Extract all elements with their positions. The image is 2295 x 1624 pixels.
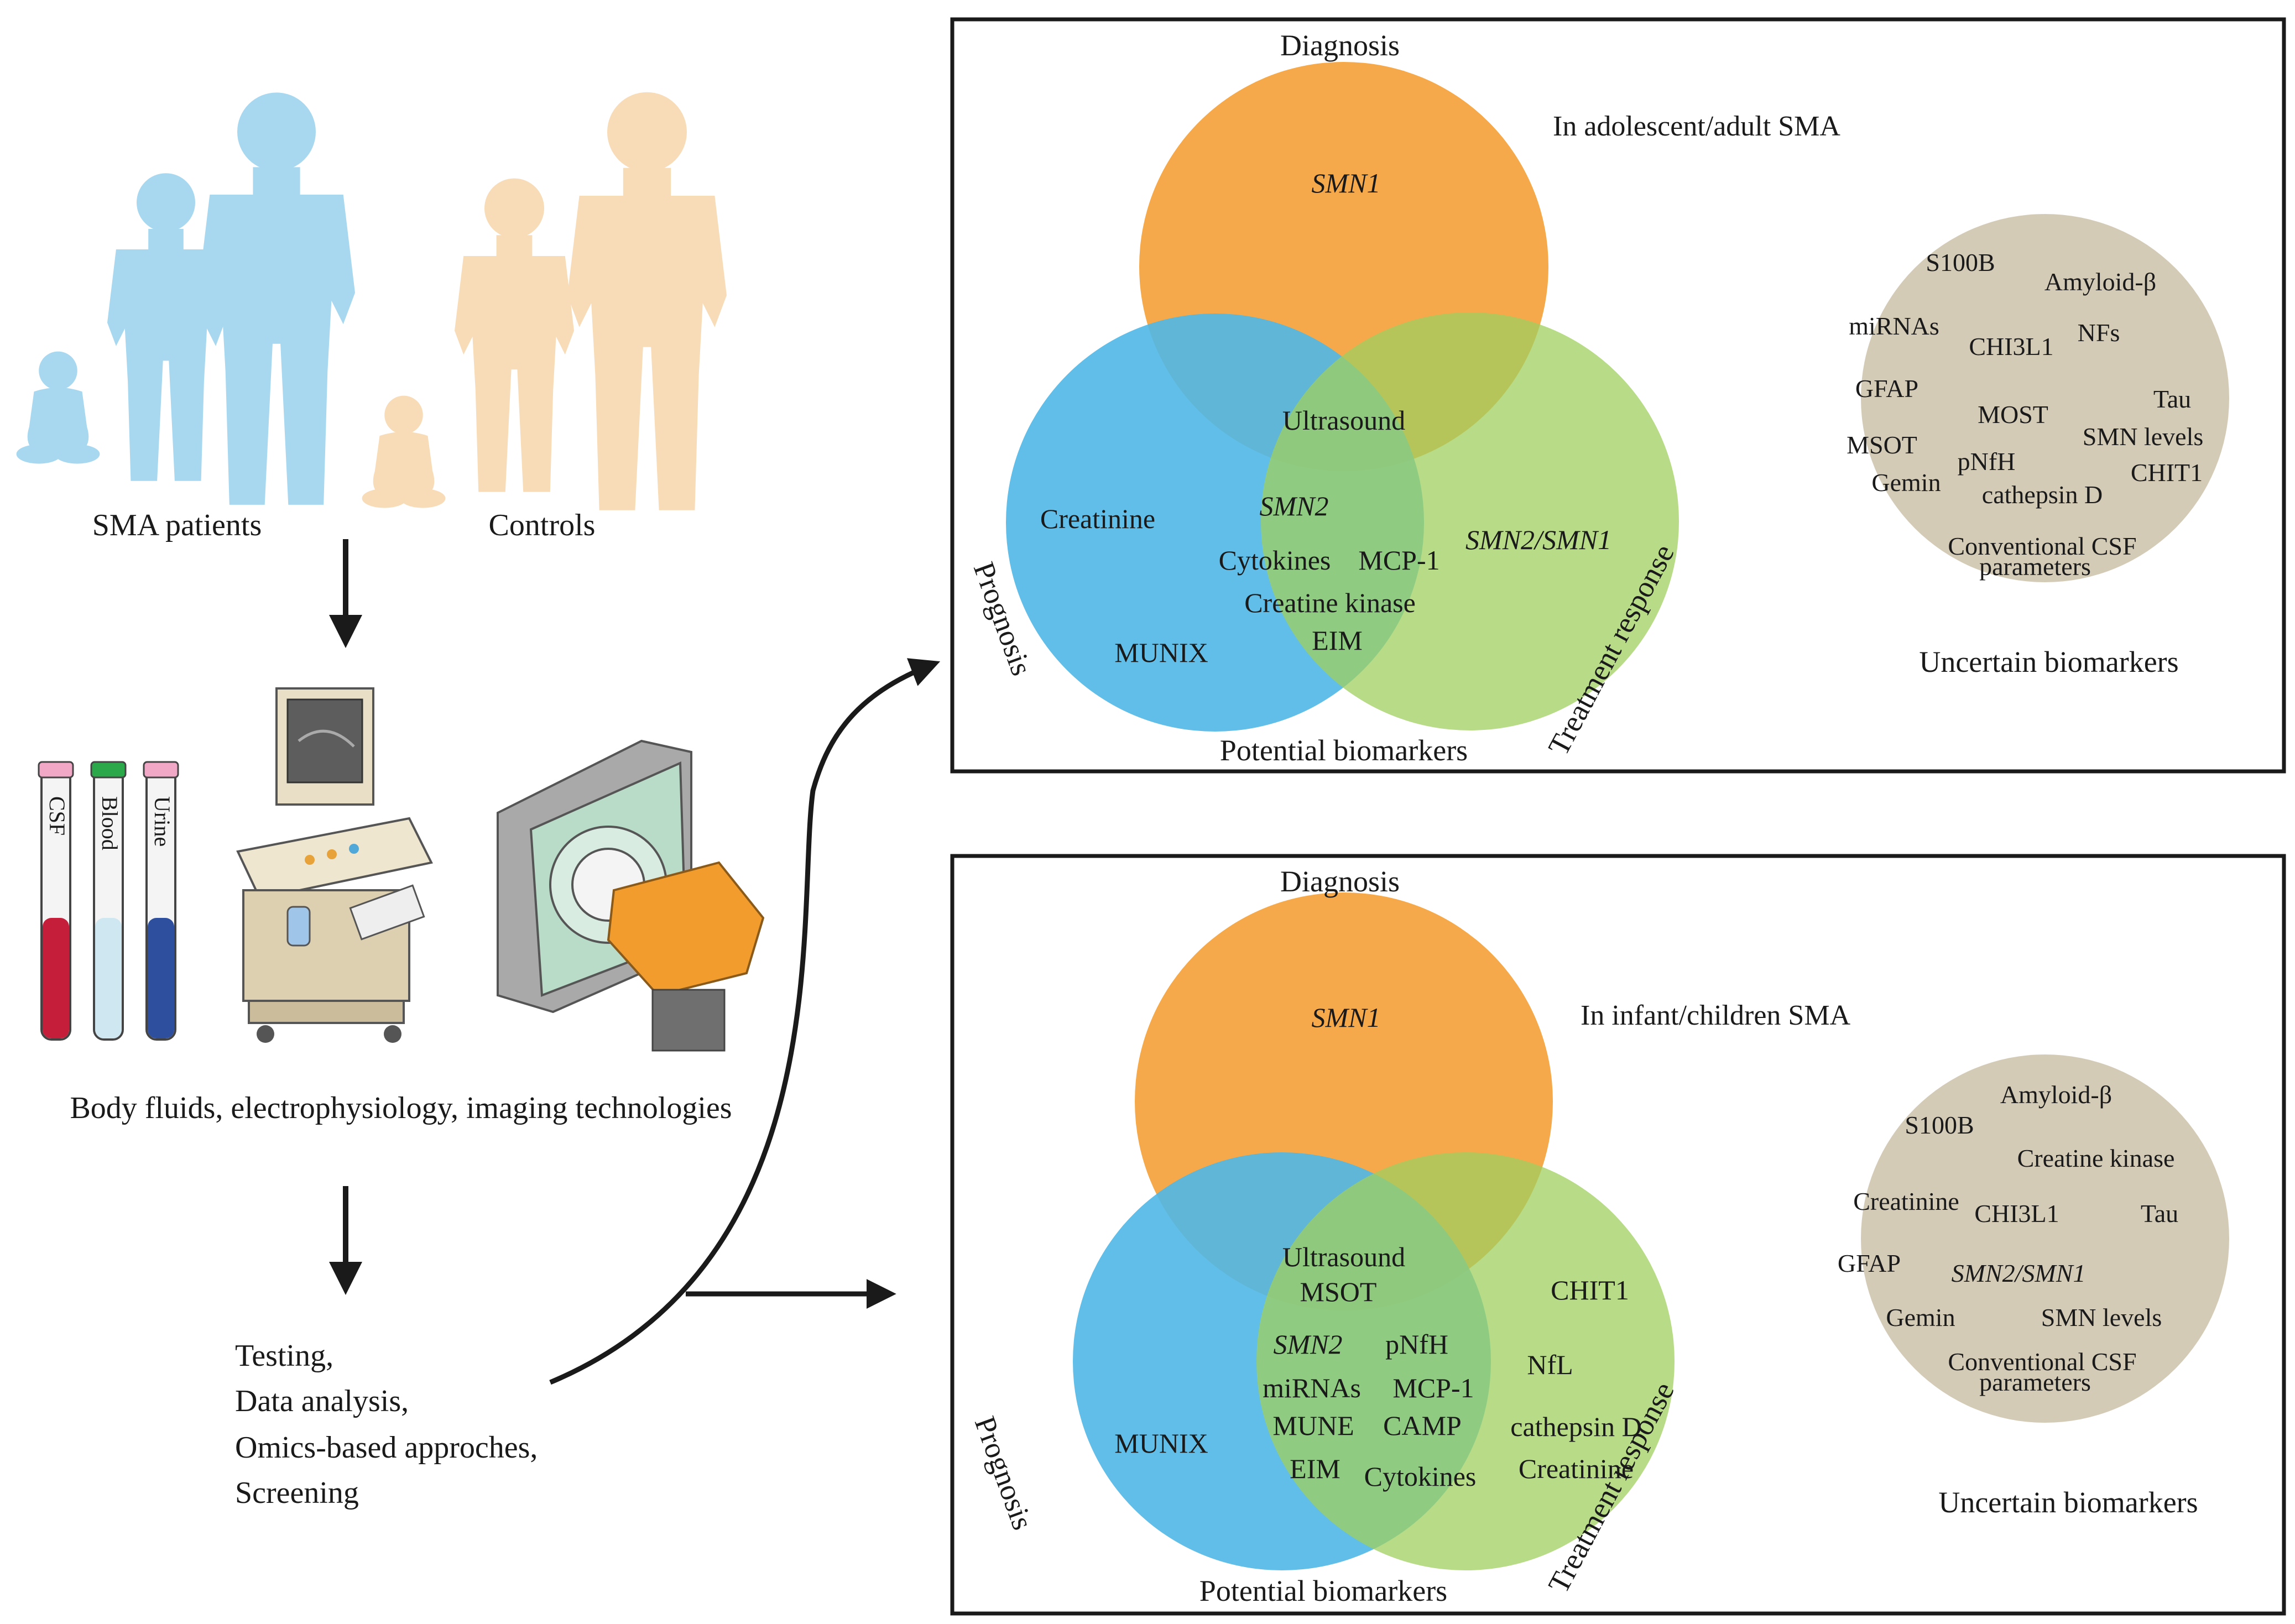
adult-uncertain-label: Uncertain biomarkers bbox=[1919, 645, 2178, 678]
infant-uncertain-item: S100B bbox=[1905, 1111, 1974, 1139]
infant-venn-item: cathepsin D bbox=[1510, 1411, 1641, 1442]
step-screening: Screening bbox=[235, 1476, 359, 1510]
csf-tube: CSF bbox=[38, 761, 74, 1041]
ultrasound-machine bbox=[236, 687, 433, 1043]
controls-label: Controls bbox=[489, 508, 596, 542]
adult-venn-item: SMN2/SMN1 bbox=[1465, 524, 1611, 555]
csf-tube-label: CSF bbox=[45, 796, 70, 836]
adult-uncertain-item: Tau bbox=[2153, 385, 2191, 413]
infant-venn-item: Creatinine bbox=[1519, 1453, 1634, 1484]
adult-uncertain-item: parameters bbox=[1979, 552, 2091, 581]
infant-venn-item: MUNE bbox=[1272, 1410, 1354, 1441]
adult-venn-item: MCP-1 bbox=[1358, 545, 1439, 576]
adult-venn-item: SMN1 bbox=[1312, 168, 1381, 199]
infant-venn-item: MCP-1 bbox=[1392, 1372, 1474, 1403]
patient-adult-figure bbox=[198, 92, 355, 505]
adult-uncertain-circle bbox=[1861, 214, 2229, 582]
step-omics: Omics-based approches, bbox=[235, 1430, 538, 1465]
control-infant-figure bbox=[362, 395, 446, 508]
analysis-steps: Testing, Data analysis, Omics-based appr… bbox=[235, 1339, 538, 1510]
infant-uncertain-circle bbox=[1861, 1054, 2229, 1423]
infant-panel-frame bbox=[950, 854, 2286, 1616]
blood-tube: Blood bbox=[90, 761, 127, 1041]
curved-arrow-to-adult-panel bbox=[549, 658, 941, 1385]
infant-venn-item: MSOT bbox=[1300, 1276, 1377, 1307]
infant-uncertain-item: parameters bbox=[1979, 1368, 2091, 1396]
infant-venn-item: MUNIX bbox=[1114, 1428, 1208, 1459]
adult-uncertain-item: Conventional CSF bbox=[1948, 532, 2136, 560]
infant-uncertain-item: CHI3L1 bbox=[1974, 1199, 2059, 1228]
adult-uncertain-item: Gemin bbox=[1871, 468, 1941, 497]
adult-uncertain-item: Amyloid-β bbox=[2044, 268, 2156, 296]
mri-scanner bbox=[497, 739, 765, 1052]
adult-uncertain-item: pNfH bbox=[1958, 447, 2016, 476]
adult-uncertain-item: S100B bbox=[1926, 248, 1995, 276]
infant-venn-item: miRNAs bbox=[1263, 1372, 1361, 1403]
urine-tube: Urine bbox=[143, 761, 179, 1041]
infant-venn-item: CAMP bbox=[1383, 1410, 1462, 1441]
adult-venn-item: MUNIX bbox=[1114, 637, 1208, 668]
infant-diagnosis-label: Diagnosis bbox=[1280, 865, 1400, 898]
adult-potential-label: Potential biomarkers bbox=[1220, 734, 1468, 767]
adult-venn-item: Ultrasound bbox=[1282, 405, 1405, 436]
infant-venn-item: Ultrasound bbox=[1282, 1241, 1405, 1272]
infant-uncertain-item: GFAP bbox=[1838, 1249, 1901, 1277]
controls-illustration bbox=[362, 92, 727, 510]
infant-uncertain-item: Tau bbox=[2141, 1199, 2178, 1228]
infant-venn-item: Cytokines bbox=[1364, 1461, 1477, 1492]
infant-venn-item: EIM bbox=[1290, 1453, 1341, 1484]
adult-uncertain-item: SMN levels bbox=[2083, 422, 2204, 451]
adult-venn-item: EIM bbox=[1312, 625, 1363, 656]
adult-uncertain-item: GFAP bbox=[1855, 374, 1918, 403]
adult-venn-item: SMN2 bbox=[1260, 490, 1329, 521]
sample-tubes: CSF Blood Urine bbox=[38, 761, 179, 1041]
infant-prognosis-label: Prognosis bbox=[968, 1412, 1040, 1534]
infant-venn-item: SMN1 bbox=[1312, 1002, 1381, 1033]
patients-illustration bbox=[16, 92, 355, 505]
adult-venn-item: Creatinine bbox=[1040, 503, 1155, 534]
infant-uncertain-item: Creatinine bbox=[1853, 1187, 1959, 1215]
infant-uncertain-item: Amyloid-β bbox=[2000, 1080, 2112, 1109]
step-data-analysis: Data analysis, bbox=[235, 1384, 409, 1418]
infant-uncertain-item: Gemin bbox=[1886, 1303, 1955, 1331]
infant-uncertain-item: Creatine kinase bbox=[2017, 1144, 2175, 1172]
adult-panel-title: In adolescent/adult SMA bbox=[1553, 111, 1840, 142]
adult-uncertain-item: cathepsin D bbox=[1982, 481, 2103, 509]
adult-uncertain-item: miRNAs bbox=[1849, 312, 1939, 340]
control-child-figure bbox=[455, 178, 574, 492]
adult-treatment-circle bbox=[1261, 312, 1679, 730]
patient-infant-figure bbox=[16, 351, 100, 464]
adult-uncertain-item: CHIT1 bbox=[2131, 458, 2203, 487]
adult-uncertain-item: CHI3L1 bbox=[1969, 332, 2053, 361]
infant-treatment-circle bbox=[1256, 1152, 1675, 1570]
adult-panel: Diagnosis In adolescent/adult SMA Progno… bbox=[950, 17, 2286, 774]
adult-uncertain-item: MSOT bbox=[1847, 431, 1917, 459]
blood-tube-label: Blood bbox=[97, 796, 122, 850]
adult-diagnosis-label: Diagnosis bbox=[1280, 29, 1400, 62]
infant-panel: Diagnosis In infant/children SMA Prognos… bbox=[950, 854, 2286, 1616]
infant-potential-label: Potential biomarkers bbox=[1199, 1574, 1447, 1607]
infant-panel-title: In infant/children SMA bbox=[1581, 1000, 1851, 1031]
infant-venn-item: NfL bbox=[1527, 1349, 1573, 1380]
adult-uncertain-item: MOST bbox=[1978, 400, 2048, 429]
infant-uncertain-item: SMN2/SMN1 bbox=[1952, 1259, 2086, 1287]
infant-venn-item: CHIT1 bbox=[1551, 1275, 1629, 1306]
adult-venn-item: Creatine kinase bbox=[1244, 587, 1416, 618]
urine-tube-label: Urine bbox=[150, 796, 175, 847]
infant-venn-item: pNfH bbox=[1385, 1329, 1448, 1360]
adult-venn-item: Cytokines bbox=[1219, 545, 1331, 576]
patients-label: SMA patients bbox=[92, 508, 262, 542]
infant-venn-item: SMN2 bbox=[1274, 1329, 1343, 1360]
control-adult-figure bbox=[567, 92, 727, 510]
infant-uncertain-label: Uncertain biomarkers bbox=[1938, 1486, 2198, 1519]
step-testing: Testing, bbox=[235, 1339, 333, 1373]
infant-uncertain-item: Conventional CSF bbox=[1948, 1348, 2136, 1376]
infant-uncertain-item: SMN levels bbox=[2041, 1303, 2162, 1331]
technologies-label: Body fluids, electrophysiology, imaging … bbox=[70, 1091, 732, 1125]
adult-panel-frame bbox=[950, 17, 2286, 774]
adult-uncertain-item: NFs bbox=[2078, 318, 2120, 347]
